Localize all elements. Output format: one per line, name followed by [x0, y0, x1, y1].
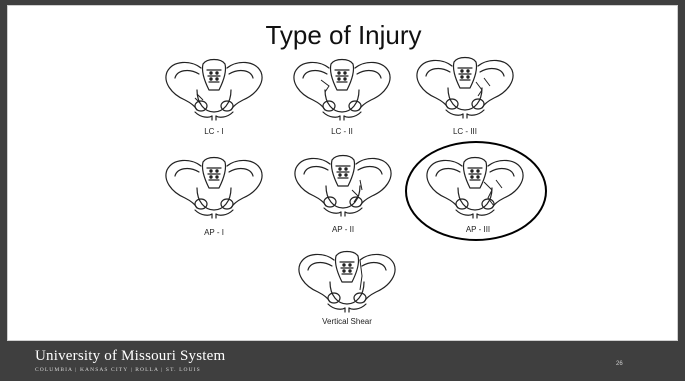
- figure-label: AP - I: [169, 228, 259, 237]
- figure-label: LC - III: [420, 127, 510, 136]
- pelvis-diagram-lc-1: [161, 54, 267, 122]
- highlight-ring: [403, 139, 549, 243]
- figure-label: AP - II: [298, 225, 388, 234]
- footer-bar: University of Missouri System COLUMBIA |…: [0, 343, 685, 381]
- figure-label: LC - II: [297, 127, 387, 136]
- page-number: 26: [616, 361, 623, 367]
- university-name: University of Missouri System: [35, 348, 225, 365]
- figure-label: LC - I: [169, 127, 259, 136]
- pelvis-diagram-lc-3: [412, 52, 518, 120]
- figure-label: Vertical Shear: [302, 317, 392, 326]
- pelvis-diagram-vertical-shear: [294, 246, 400, 314]
- slide-title: Type of Injury: [8, 20, 679, 50]
- slide-canvas: Type of Injury LC - I LC - II LC - III A…: [7, 5, 678, 341]
- campus-list: COLUMBIA | KANSAS CITY | ROLLA | ST. LOU…: [35, 367, 201, 373]
- pelvis-diagram-ap-2: [290, 150, 396, 218]
- pelvis-diagram-lc-2: [289, 54, 395, 122]
- pelvis-diagram-ap-1: [161, 152, 267, 220]
